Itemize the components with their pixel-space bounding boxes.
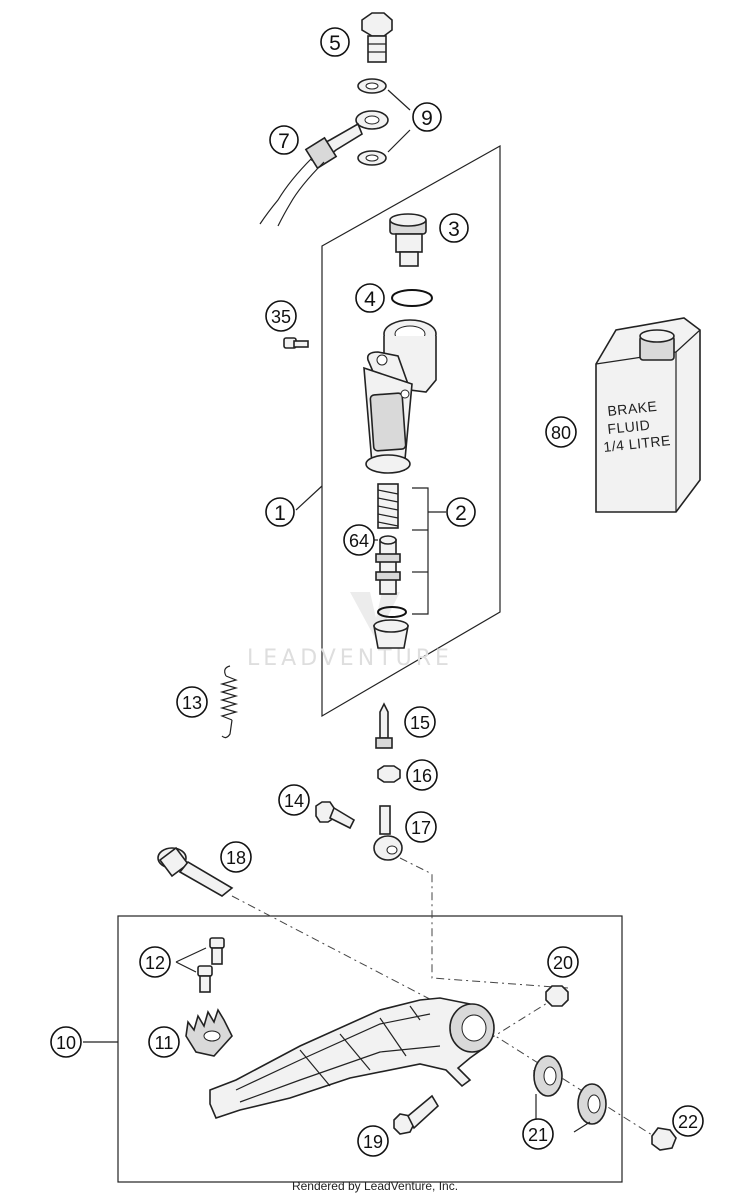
callout-16: 16	[406, 759, 438, 791]
callout-35: 35	[265, 300, 297, 332]
svg-text:4: 4	[364, 288, 376, 311]
svg-text:9: 9	[421, 107, 433, 130]
svg-text:64: 64	[349, 531, 369, 551]
svg-text:14: 14	[284, 791, 304, 811]
can-label-line-3: 1/4 LITRE	[603, 432, 672, 455]
svg-text:22: 22	[678, 1112, 698, 1132]
axis-line-3	[487, 999, 553, 1041]
nut-20	[545, 985, 569, 1007]
watermark: LEADVENTURE	[247, 592, 453, 671]
svg-text:16: 16	[412, 766, 432, 786]
callout-4: 4	[355, 283, 385, 313]
svg-text:LEADVENTURE: LEADVENTURE	[247, 646, 453, 671]
callout-9: 9	[412, 102, 442, 132]
master-cylinder-body	[363, 319, 437, 474]
pivot-bolt	[393, 1094, 440, 1135]
svg-text:12: 12	[145, 953, 165, 973]
svg-text:17: 17	[411, 818, 431, 838]
callout-3: 3	[439, 213, 469, 243]
svg-text:18: 18	[226, 848, 246, 868]
svg-text:21: 21	[528, 1125, 548, 1145]
callout-80: 80	[545, 416, 577, 448]
bolt-14	[315, 801, 356, 830]
fork-head	[373, 805, 403, 861]
callout-22: 22	[672, 1105, 704, 1137]
callout-10: 10	[50, 1026, 118, 1058]
brake-pedal	[209, 997, 495, 1119]
svg-text:11: 11	[155, 1033, 174, 1053]
brake-line	[259, 110, 389, 227]
callout-13: 13	[176, 686, 208, 718]
brake-pedal-frame	[117, 915, 623, 1183]
callout-1: 1	[265, 485, 323, 527]
bearings	[533, 1055, 607, 1133]
footer-credit: Rendered by LeadVenture, Inc.	[292, 1179, 458, 1193]
callout-19: 19	[357, 1125, 389, 1157]
callout-14: 14	[278, 784, 310, 816]
pedal-step	[185, 1008, 233, 1057]
nut-22	[651, 1127, 677, 1151]
piston-kit	[373, 483, 429, 649]
nut-16	[377, 765, 401, 783]
svg-text:20: 20	[553, 953, 573, 973]
callout-2: 2	[428, 497, 476, 527]
push-rod	[375, 702, 393, 749]
callout-17: 17	[405, 811, 437, 843]
svg-text:35: 35	[271, 307, 291, 327]
callout-15: 15	[404, 706, 436, 738]
svg-text:1: 1	[274, 502, 286, 525]
svg-text:19: 19	[363, 1132, 383, 1152]
bolt-18	[157, 846, 234, 897]
svg-text:3: 3	[448, 218, 460, 241]
callout-64: 64	[343, 524, 378, 556]
callout-21: 21	[522, 1118, 554, 1150]
master-cylinder-frame	[321, 144, 501, 718]
o-ring	[391, 289, 433, 307]
svg-text:80: 80	[551, 423, 571, 443]
can-label-line-2: FLUID	[607, 417, 651, 437]
svg-text:2: 2	[455, 502, 467, 525]
screws-12	[175, 937, 225, 993]
svg-text:13: 13	[182, 693, 202, 713]
axis-line-1	[399, 857, 569, 989]
svg-text:7: 7	[278, 130, 290, 153]
can-label-line-1: BRAKE	[607, 398, 658, 419]
callout-12: 12	[139, 946, 171, 978]
svg-text:15: 15	[410, 713, 430, 733]
brake-fluid-can: BRAKE FLUID 1/4 LITRE	[595, 317, 701, 513]
callout-11: 11	[148, 1026, 180, 1058]
callout-18: 18	[220, 841, 252, 873]
callout-20: 20	[547, 946, 579, 978]
callout-5: 5	[320, 27, 350, 57]
svg-text:5: 5	[329, 32, 341, 55]
banjo-bolt	[361, 12, 393, 63]
screw-35	[283, 337, 309, 349]
washers	[357, 78, 411, 166]
callout-7: 7	[269, 125, 299, 155]
reservoir-fitting	[389, 213, 427, 267]
svg-text:10: 10	[56, 1033, 76, 1053]
return-spring	[219, 665, 239, 739]
circlip	[377, 606, 407, 618]
